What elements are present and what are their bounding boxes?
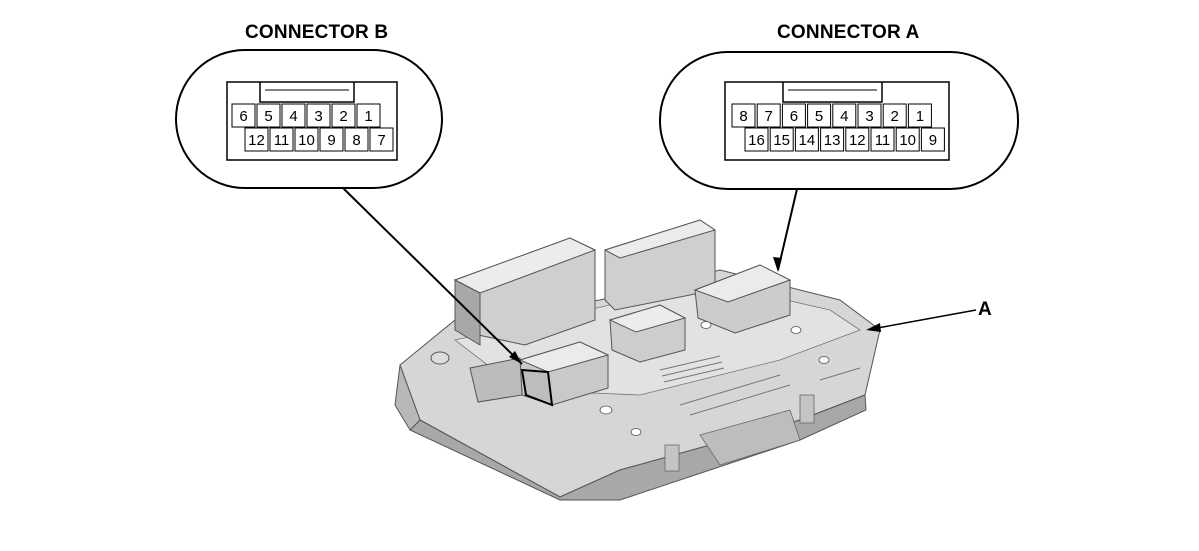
connector-b-housing-top xyxy=(518,341,610,373)
connector-b-bottom-pin-label: 10 xyxy=(298,132,315,149)
connector-b-leader-line xyxy=(342,187,523,365)
connector-a-bottom-pin-label: 15 xyxy=(773,132,790,149)
connector-a-top-pin-cell xyxy=(781,103,806,128)
part-label-a: A xyxy=(978,299,992,320)
connector-a-bottom-pin-cell xyxy=(769,127,794,152)
part-a-leader-arrowhead xyxy=(866,323,881,332)
connector-b-bottom-pin-label: 9 xyxy=(327,132,335,149)
mounting-hole xyxy=(599,405,613,415)
connector-b-bottom-pin-cell xyxy=(244,127,269,152)
connector-b-top-pin-label: 2 xyxy=(339,108,347,125)
mounting-hole xyxy=(790,326,802,334)
connector-b-top-pin-label: 5 xyxy=(264,108,272,125)
connector-b-top-pin-cell xyxy=(356,103,381,128)
connector-a-bottom-pin-cell xyxy=(820,127,845,152)
connector-a-bottom-pin-cell xyxy=(920,127,945,152)
front-left-box xyxy=(469,357,523,403)
connector-a-top-pin-cell xyxy=(907,103,932,128)
connector-b-bottom-pin-label: 7 xyxy=(377,132,385,149)
connector-a-bottom-pin-label: 9 xyxy=(929,132,937,149)
connector-b-bottom-pin-cell xyxy=(369,127,394,152)
connector-b-top-pin-cell xyxy=(306,103,331,128)
connector-b-bottom-pin-cell xyxy=(319,127,344,152)
connector-b-top-pin-label: 6 xyxy=(239,108,247,125)
connector-a-bottom-pin-cell xyxy=(870,127,895,152)
connector-a-bottom-pin-cell xyxy=(794,127,819,152)
connector-a-bottom-pin-label: 14 xyxy=(799,132,816,149)
connector-a-top-pin-label: 5 xyxy=(815,108,823,125)
connector-a-bottom-pin-label: 11 xyxy=(875,132,891,149)
connector-b-socket-outline xyxy=(520,368,554,407)
rear-right-block-top xyxy=(603,219,717,259)
connector-a-top-pin-label: 6 xyxy=(790,108,798,125)
connector-b-top-pin-cell xyxy=(281,103,306,128)
front-recess xyxy=(699,409,801,466)
screw-post xyxy=(430,351,450,365)
connector-b-latch-tab xyxy=(259,82,355,103)
connector-b-bottom-pin-cell xyxy=(344,127,369,152)
center-block-top xyxy=(608,304,687,333)
mounting-hole xyxy=(630,428,642,436)
connector-a-top-pin-cell xyxy=(756,103,781,128)
connector-a-top-pin-label: 8 xyxy=(739,108,747,125)
connector-a-top-pin-cell xyxy=(832,103,857,128)
connector-a-top-pin-cell xyxy=(857,103,882,128)
connector-a-leader-line xyxy=(777,188,798,271)
connector-b-top-pin-label: 3 xyxy=(314,108,322,125)
connector-a-top-pin-label: 2 xyxy=(891,108,899,125)
connector-a-bottom-pin-cell xyxy=(845,127,870,152)
connector-b-bottom-pin-cell xyxy=(269,127,294,152)
connector-a-bottom-pin-label: 10 xyxy=(899,132,916,149)
connector-a-top-pin-label: 1 xyxy=(916,108,924,125)
connector-a-top-pin-label: 3 xyxy=(865,108,873,125)
part-a-leader-line xyxy=(871,309,977,330)
connector-b-bottom-pin-label: 8 xyxy=(352,132,360,149)
front-slot xyxy=(799,394,815,424)
connector-a-leader-arrowhead xyxy=(773,257,782,272)
connector-a-bottom-pin-cell xyxy=(895,127,920,152)
connector-b-bottom-pin-cell xyxy=(294,127,319,152)
front-slot xyxy=(664,444,680,472)
connector-a-top-pin-cell xyxy=(807,103,832,128)
connector-b-bottom-pin-label: 11 xyxy=(274,132,290,149)
connector-a-bottom-pin-label: 13 xyxy=(824,132,841,149)
connector-b-top-pin-cell xyxy=(256,103,281,128)
connector-b-top-pin-label: 4 xyxy=(289,108,297,125)
connector-a-bottom-pin-label: 16 xyxy=(748,132,765,149)
connector-a-top-pin-cell xyxy=(882,103,907,128)
connector-a-top-pin-cell xyxy=(731,103,756,128)
left-tower-side xyxy=(454,279,481,346)
connector-a-housing-top xyxy=(693,264,792,303)
connector-a-bottom-pin-cell xyxy=(744,127,769,152)
control-unit-illustration xyxy=(394,219,881,501)
mounting-hole xyxy=(818,356,830,364)
connector-a-bottom-pin-label: 12 xyxy=(849,132,866,149)
connector-b-top-pin-cell xyxy=(231,103,256,128)
connector-a-latch-tab xyxy=(782,82,883,103)
connector-b-top-pin-label: 1 xyxy=(364,108,372,125)
rib-details xyxy=(659,355,861,416)
unit-left-edge xyxy=(394,364,421,431)
mounting-hole xyxy=(700,321,712,329)
connector-a-top-pin-label: 4 xyxy=(840,108,848,125)
connector-b-leader-arrowhead xyxy=(509,351,522,364)
connector-a-title: CONNECTOR A xyxy=(777,22,920,43)
connector-a-top-pin-label: 7 xyxy=(765,108,773,125)
connector-b-bottom-pin-label: 12 xyxy=(248,132,265,149)
connector-b-title: CONNECTOR B xyxy=(245,22,389,43)
connector-b-top-pin-cell xyxy=(331,103,356,128)
